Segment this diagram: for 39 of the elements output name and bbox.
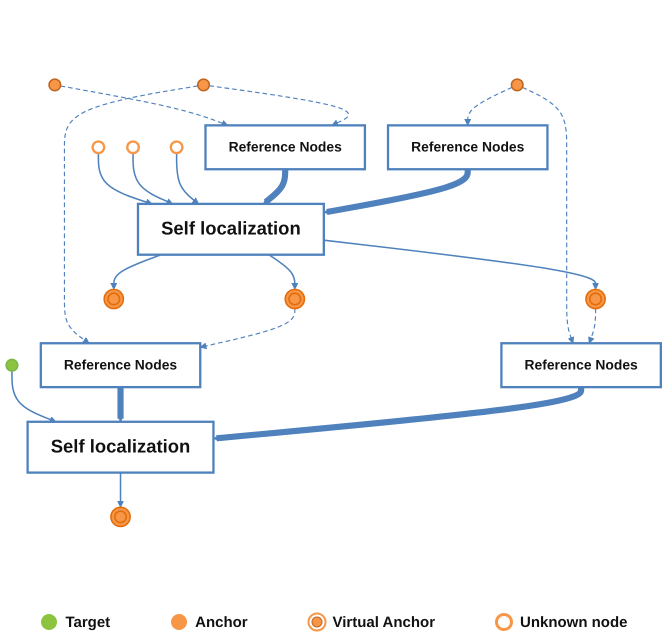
arrow (324, 240, 599, 290)
node-box: Reference Nodes (500, 342, 662, 388)
node-circle (126, 140, 140, 154)
node-circle (5, 358, 18, 372)
node-circle (510, 78, 524, 92)
arrow (200, 308, 296, 350)
arrow (268, 254, 298, 290)
arrow (60, 86, 228, 126)
node-circle (585, 288, 606, 310)
node-box: Self localization (136, 202, 325, 256)
node-circle (48, 78, 62, 92)
node-circle (284, 288, 306, 310)
arrow (98, 153, 152, 206)
node-box: Reference Nodes (386, 124, 549, 171)
node-circle (110, 506, 131, 528)
legend-label: Unknown node (520, 614, 628, 630)
legend-label: Virtual Anchor (332, 614, 436, 630)
arrow (588, 308, 596, 344)
arrow (213, 387, 584, 442)
node-circle (197, 78, 210, 92)
arrow (262, 169, 288, 205)
arrow (176, 153, 199, 204)
legend-label: Anchor (195, 614, 248, 630)
arrow (11, 371, 56, 423)
arrow (117, 472, 124, 508)
node-circle (103, 288, 124, 310)
node-circle (170, 140, 184, 154)
arrow (209, 85, 350, 126)
node-circle (91, 140, 106, 154)
node-box: Self localization (26, 420, 215, 474)
node-box: Reference Nodes (204, 124, 366, 171)
node-box: Reference Nodes (40, 342, 202, 388)
arrow (464, 87, 512, 126)
arrow (324, 169, 471, 216)
arrow (132, 153, 174, 205)
legend-label: Target (65, 614, 110, 630)
arrow (117, 387, 124, 422)
arrow (522, 87, 574, 344)
arrow (64, 85, 198, 344)
